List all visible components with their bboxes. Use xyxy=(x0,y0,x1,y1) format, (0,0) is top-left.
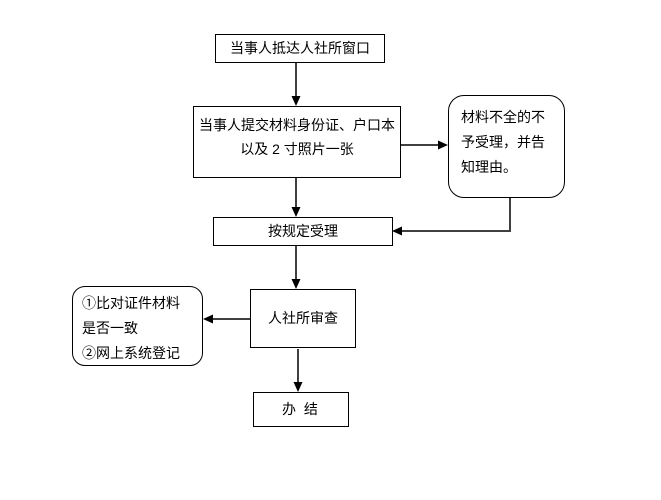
node-arrive-window-label: 当事人抵达人社所窗口 xyxy=(230,40,370,56)
connector-arrive-to-submit xyxy=(291,63,301,106)
node-review-tasks: ①比对证件材料 是否一致 ②网上系统登记 xyxy=(72,286,203,366)
connector-reject-to-accept xyxy=(392,198,511,236)
node-complete: 办 结 xyxy=(253,392,349,427)
connector-accept-to-review xyxy=(291,246,301,289)
connector-review-to-tasks xyxy=(203,314,250,324)
arrowhead-right-icon xyxy=(438,140,448,150)
arrowhead-down-icon xyxy=(291,279,301,289)
arrowhead-down-icon xyxy=(291,96,301,106)
node-submit-materials-line2: 以及 2 寸照片一张 xyxy=(240,141,354,157)
node-submit-materials: 当事人提交材料身份证、户口本 以及 2 寸照片一张 xyxy=(193,106,401,178)
node-submit-materials-line1: 当事人提交材料身份证、户口本 xyxy=(199,117,395,133)
arrowhead-down-icon xyxy=(293,382,303,392)
connector-submit-to-accept xyxy=(291,178,301,217)
arrowhead-left-icon xyxy=(203,314,213,324)
arrowhead-left-icon xyxy=(392,226,402,236)
node-accept-per-rules: 按规定受理 xyxy=(213,217,393,246)
node-hr-office-review: 人社所审查 xyxy=(250,289,356,348)
node-arrive-window: 当事人抵达人社所窗口 xyxy=(215,34,385,63)
node-reject-incomplete: 材料不全的不 予受理，并告 知理由。 xyxy=(448,95,565,198)
node-hr-office-review-label: 人社所审查 xyxy=(268,310,338,326)
node-reject-incomplete-line3: 知理由。 xyxy=(461,159,517,175)
node-complete-label: 办 结 xyxy=(282,401,320,417)
node-review-tasks-line2: 是否一致 xyxy=(82,320,138,336)
node-reject-incomplete-line1: 材料不全的不 xyxy=(461,109,545,125)
arrowhead-down-icon xyxy=(291,207,301,217)
node-reject-incomplete-line2: 予受理，并告 xyxy=(461,134,545,150)
node-review-tasks-line3: ②网上系统登记 xyxy=(82,345,180,361)
node-review-tasks-line1: ①比对证件材料 xyxy=(82,295,180,311)
connector-review-to-complete xyxy=(293,349,303,392)
node-accept-per-rules-label: 按规定受理 xyxy=(268,223,338,239)
connector-submit-to-reject xyxy=(401,140,448,150)
